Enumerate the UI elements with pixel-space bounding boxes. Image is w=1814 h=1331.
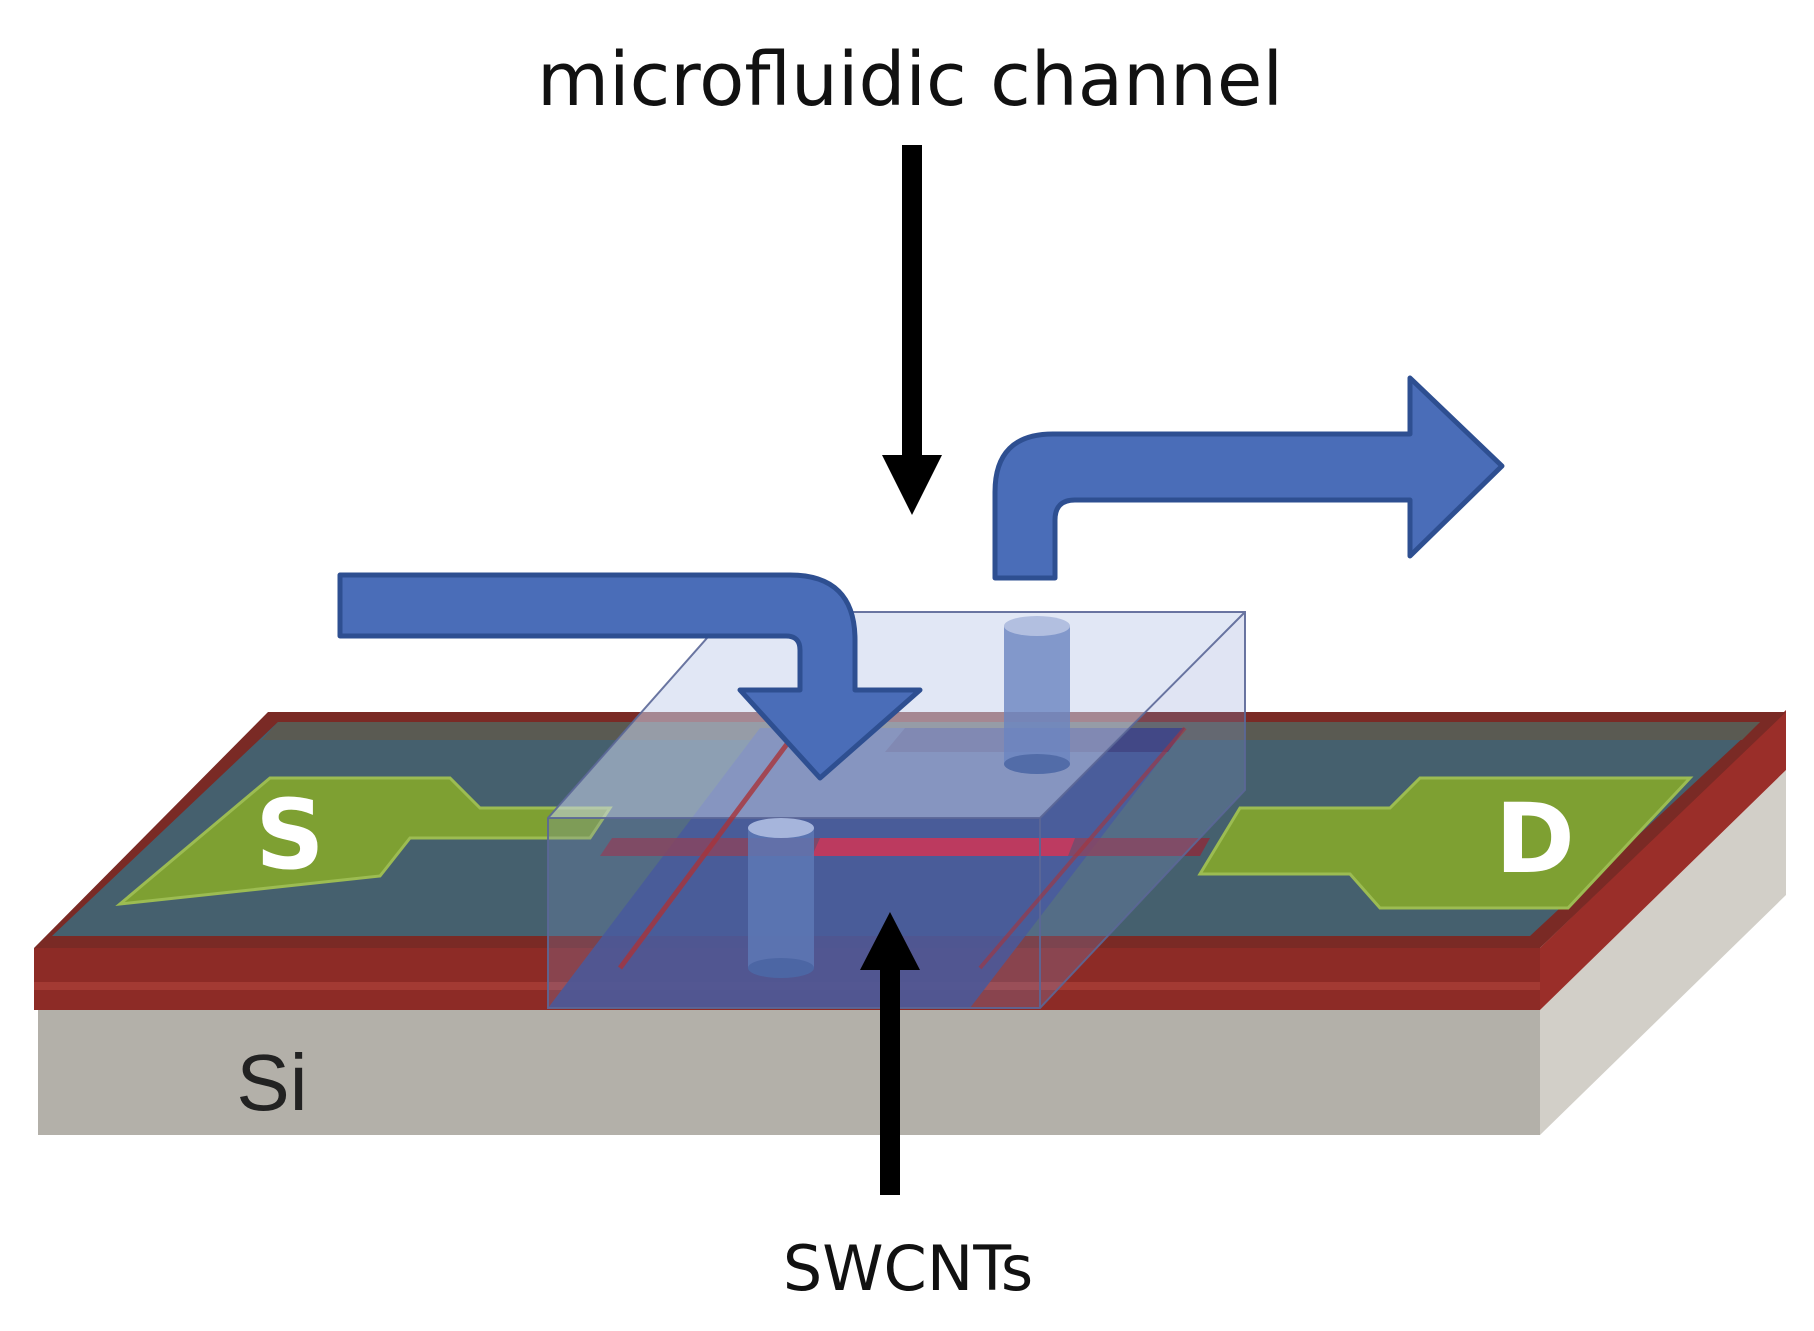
drain-label: D bbox=[1495, 783, 1575, 895]
swcnt-highlight bbox=[812, 838, 1075, 856]
swcnts-label: SWCNTs bbox=[783, 1232, 1033, 1305]
source-label: S bbox=[255, 779, 324, 891]
outlet-flow-arrow bbox=[992, 375, 1505, 581]
channel-annotation-arrow bbox=[882, 145, 942, 515]
substrate-label: Si bbox=[236, 1038, 307, 1127]
oxide-layer-side bbox=[1540, 710, 1786, 1010]
source-electrode: S bbox=[115, 776, 613, 907]
inlet-flow-arrow bbox=[337, 572, 923, 781]
microfluidic-channel bbox=[547, 611, 1246, 1009]
drain-pad bbox=[1197, 776, 1694, 910]
substrate-side-face bbox=[1540, 770, 1786, 1135]
substrate-front-face bbox=[38, 1010, 1540, 1135]
microfluidic-channel-label: microfluidic channel bbox=[537, 37, 1283, 123]
outlet-port bbox=[1004, 616, 1070, 774]
channel-top-face bbox=[548, 612, 1245, 818]
inlet-port bbox=[748, 818, 814, 978]
swcnt-annotation-arrow bbox=[860, 912, 920, 1195]
drain-electrode: D bbox=[1197, 776, 1694, 910]
channel-side-face bbox=[1040, 612, 1245, 1008]
source-pad bbox=[115, 776, 613, 907]
